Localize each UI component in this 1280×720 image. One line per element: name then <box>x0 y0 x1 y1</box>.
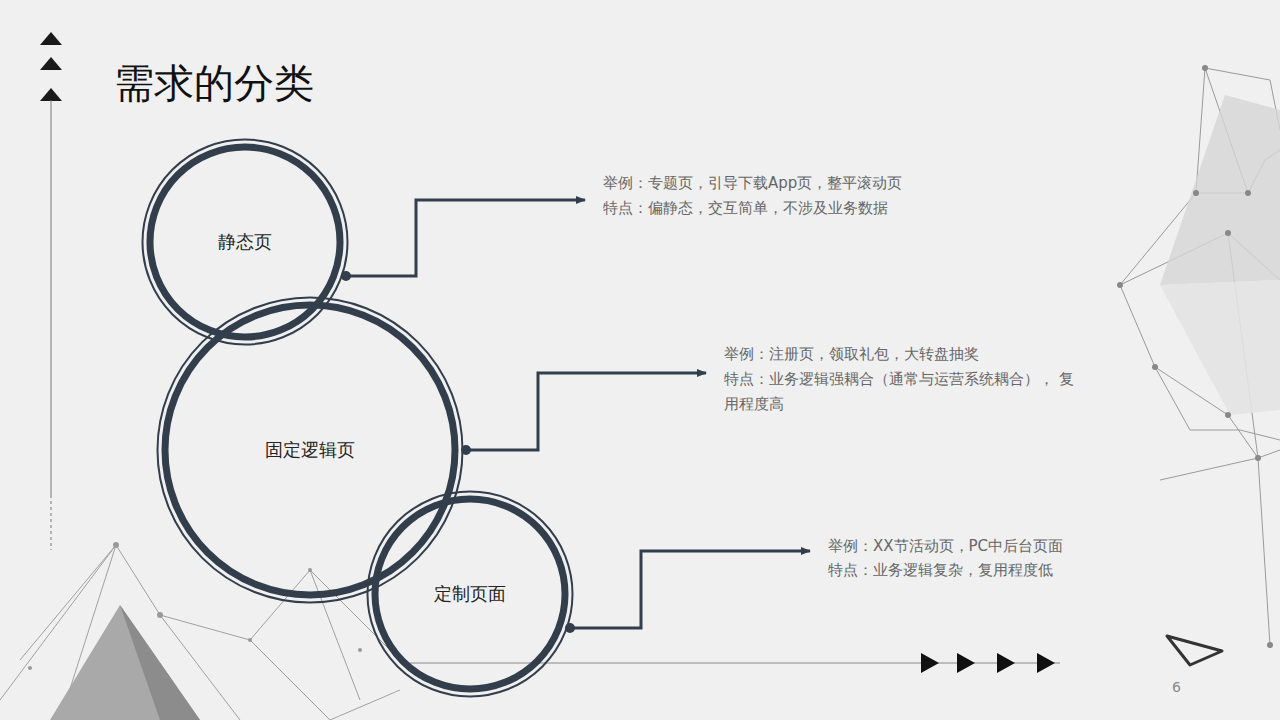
note-text: 举例：专题页，引导下载App页，整平滚动页 <box>603 171 902 196</box>
circle-node: 静态页 <box>141 138 349 346</box>
note-text: 特点：业务逻辑强耦合（通常与运营系统耦合）， 复用程度高 <box>724 367 1086 417</box>
note-text: 举例：注册页，领取礼包，大转盘抽奖 <box>724 342 979 367</box>
node-label: 固定逻辑页 <box>265 438 355 462</box>
node-label: 定制页面 <box>434 582 506 606</box>
note-text: 特点：业务逻辑复杂，复用程度低 <box>828 558 1053 583</box>
slide-title: 需求的分类 <box>114 56 314 111</box>
note-text: 特点：偏静态，交互简单，不涉及业务数据 <box>603 196 888 221</box>
circle-node: 定制页面 <box>366 490 574 698</box>
node-label: 静态页 <box>218 230 272 254</box>
page-number: 6 <box>1172 675 1181 700</box>
circle-node: 固定逻辑页 <box>156 296 464 604</box>
note-text: 举例：XX节活动页，PC中后台页面 <box>828 534 1063 559</box>
